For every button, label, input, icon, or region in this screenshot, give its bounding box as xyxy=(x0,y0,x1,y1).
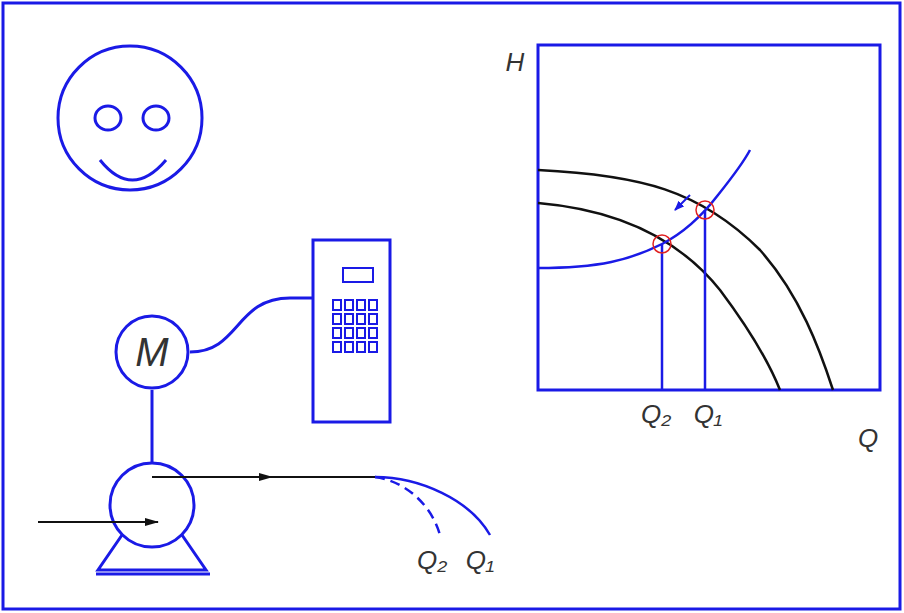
smiley xyxy=(58,46,202,190)
axis-label: H xyxy=(506,49,525,75)
flow-label: Q₂ xyxy=(641,401,671,427)
pump-chart xyxy=(538,45,880,390)
flow-label: Q₁ xyxy=(466,547,494,573)
pipeline xyxy=(38,477,490,535)
flow-label: Q₂ xyxy=(417,547,447,573)
pump xyxy=(96,390,210,574)
frame xyxy=(3,3,900,609)
axis-label: Q xyxy=(858,425,878,451)
flow-label: Q₁ xyxy=(694,401,722,427)
motor-circle: M xyxy=(114,314,190,390)
motor-label: M xyxy=(135,332,168,372)
frequency-converter xyxy=(190,240,390,422)
